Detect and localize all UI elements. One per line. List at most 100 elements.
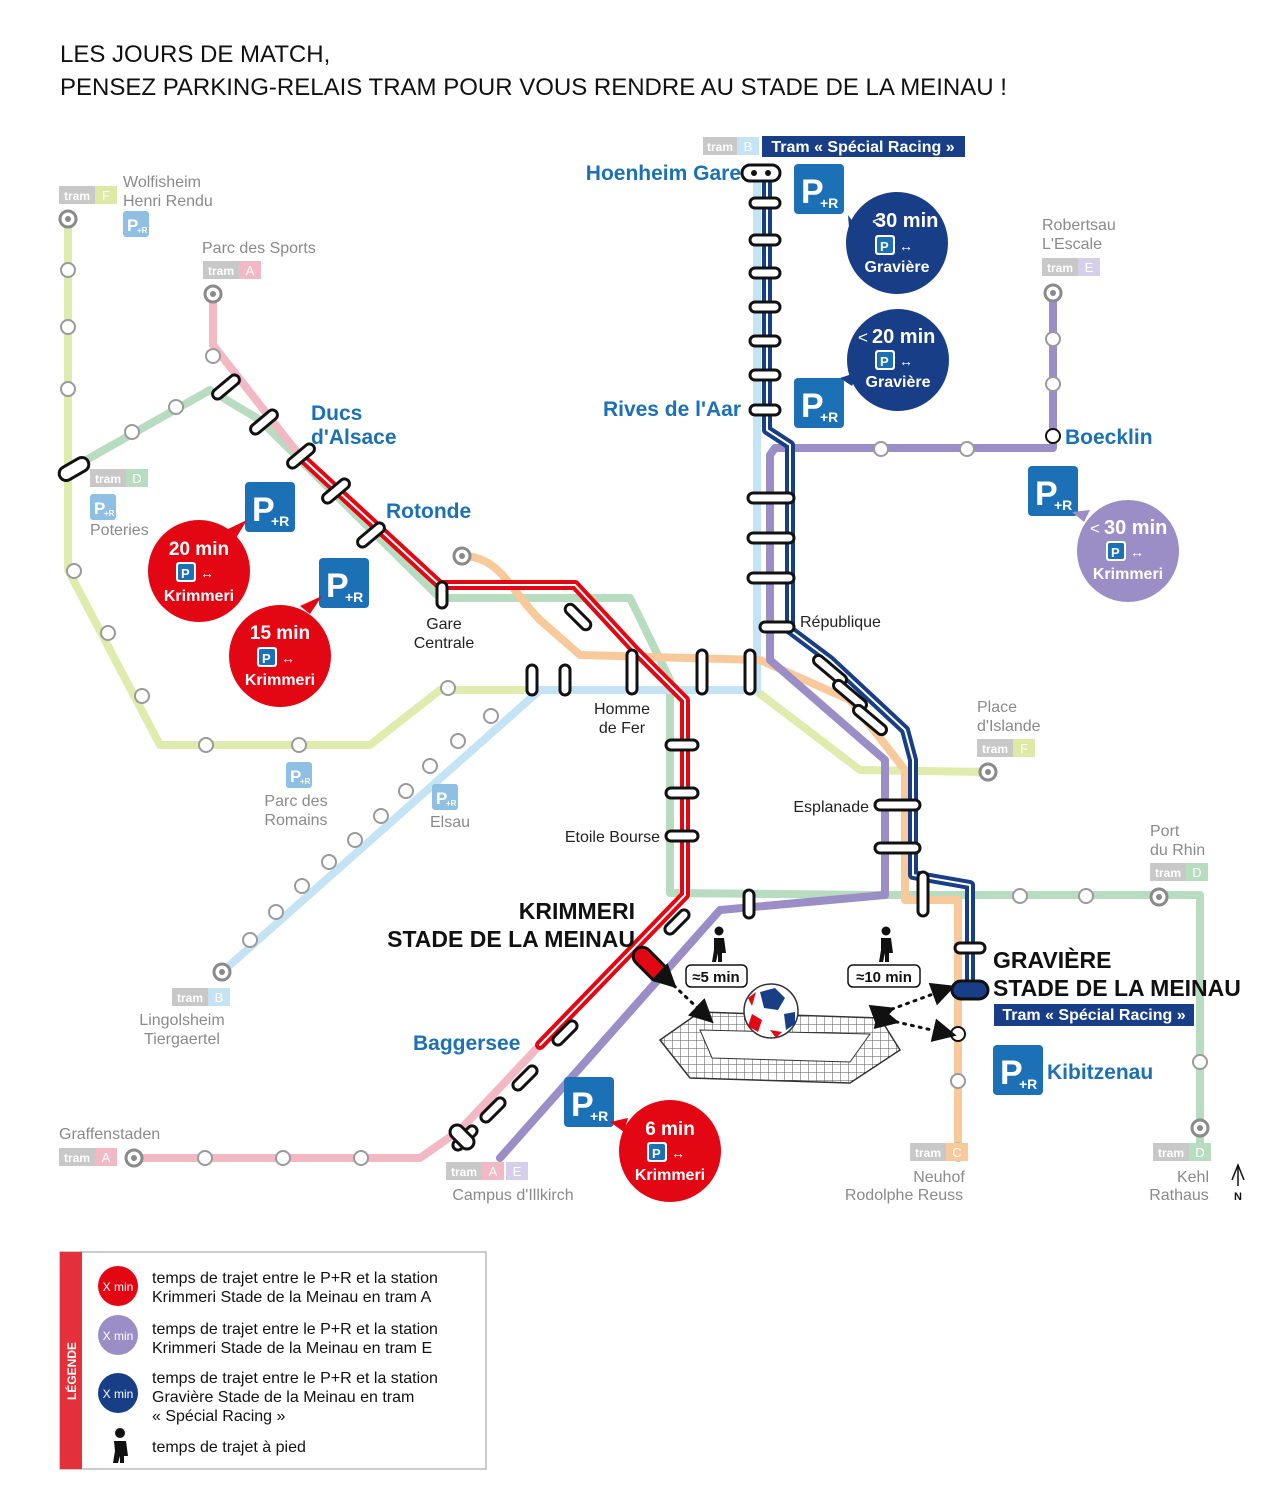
svg-text:tram: tram: [915, 1146, 941, 1160]
tram-badge-f-wolfisheim: tram F: [59, 186, 117, 204]
svg-text:+R: +R: [820, 195, 838, 211]
svg-text:Gravière Stade de la Meinau en: Gravière Stade de la Meinau en tram: [152, 1389, 414, 1406]
title-line-1: LES JOURS DE MATCH,: [60, 41, 330, 68]
svg-text:Krimmeri Stade de la Meinau en: Krimmeri Stade de la Meinau en tram E: [152, 1340, 432, 1357]
tram-badge-b-lingolsheim: tram B: [172, 988, 230, 1006]
bubble-ducs: 20 min P ↔ Krimmeri: [148, 520, 250, 622]
svg-text:tram: tram: [1155, 866, 1181, 880]
bubble-rives: < 20 min P ↔ Gravière: [840, 309, 949, 411]
svg-text:20 min: 20 min: [872, 326, 935, 348]
bubble-boecklin: < 30 min P ↔ Krimmeri: [1072, 500, 1179, 602]
svg-text:P: P: [181, 566, 190, 581]
station-boecklin: Boecklin: [1065, 426, 1153, 449]
station-graviere-2: STADE DE LA MEINAU: [993, 975, 1241, 1001]
special-racing-badge-top: Tram « Spécial Racing »: [762, 136, 965, 157]
svg-text:P: P: [880, 354, 889, 369]
station-parc-romains-1: Parc des: [264, 793, 327, 810]
svg-text:+R: +R: [590, 1108, 608, 1124]
svg-text:tram: tram: [1158, 1146, 1184, 1160]
svg-text:↔: ↔: [200, 565, 214, 581]
station-robertsau-2: L'Escale: [1042, 236, 1102, 253]
station-ducs-1: Ducs: [311, 402, 362, 425]
legend-red-bubble: [98, 1266, 138, 1306]
pr-icon-parc-romains: P +R: [286, 762, 312, 788]
svg-text:P: P: [252, 491, 275, 529]
svg-text:P: P: [290, 767, 301, 786]
svg-text:D: D: [1192, 865, 1201, 880]
svg-text:P: P: [436, 789, 447, 808]
svg-text:X min: X min: [103, 1329, 134, 1343]
svg-text:Gravière: Gravière: [865, 259, 930, 276]
station-labels: Hoenheim Gare Rives de l'Aar Boecklin Du…: [59, 162, 1241, 1204]
svg-text:« Spécial Racing »: « Spécial Racing »: [152, 1408, 286, 1425]
station-wolfisheim-1: Wolfisheim: [123, 174, 201, 191]
tram-badge-ae-campus: tram A E: [446, 1162, 528, 1180]
svg-text:15 min: 15 min: [250, 623, 310, 644]
svg-text:F: F: [102, 188, 110, 203]
svg-text:+R: +R: [1054, 497, 1072, 513]
pr-icon-boecklin: P +R: [1028, 466, 1078, 516]
svg-text:20 min: 20 min: [169, 539, 229, 560]
svg-text:Tram « Spécial Racing »: Tram « Spécial Racing »: [1002, 1007, 1185, 1024]
tram-badge-e-robertsau: tram E: [1042, 258, 1100, 276]
pr-icon-hoenheim: P +R: [794, 164, 844, 214]
tram-badge-d-port: tram D: [1150, 863, 1208, 881]
svg-text:<: <: [858, 328, 868, 347]
svg-text:P: P: [652, 1146, 661, 1161]
svg-text:tram: tram: [982, 742, 1008, 756]
svg-text:temps de trajet à pied: temps de trajet à pied: [152, 1439, 306, 1456]
title-line-2: PENSEZ PARKING-RELAIS TRAM POUR VOUS REN…: [60, 74, 1007, 101]
station-ducs-2: d'Alsace: [311, 426, 397, 449]
svg-text:P: P: [262, 651, 271, 666]
svg-text:tram: tram: [95, 472, 121, 486]
station-kehl-1: Kehl: [1177, 1169, 1209, 1186]
svg-text:F: F: [1020, 741, 1028, 756]
svg-text:tram: tram: [64, 1151, 90, 1165]
svg-text:temps de trajet entre le P+R e: temps de trajet entre le P+R et la stati…: [152, 1370, 438, 1387]
station-esplanade: Esplanade: [793, 799, 869, 816]
svg-text:6 min: 6 min: [645, 1119, 695, 1140]
station-campus: Campus d'Illkirch: [452, 1187, 573, 1204]
svg-text:B: B: [744, 139, 753, 154]
svg-text:Krimmeri: Krimmeri: [1093, 566, 1163, 583]
station-homme-2: de Fer: [599, 720, 646, 737]
station-lingolsheim-1: Lingolsheim: [139, 1012, 224, 1029]
svg-text:P: P: [571, 1086, 594, 1124]
tram-badge-c-neuhof: tram C: [910, 1143, 968, 1161]
svg-text:tram: tram: [451, 1165, 477, 1179]
svg-text:temps de trajet entre le P+R e: temps de trajet entre le P+R et la stati…: [152, 1321, 438, 1338]
pedestrian-icon: [879, 926, 893, 962]
tram-badge-a-parc: tram A: [203, 261, 261, 279]
tram-badge-d-poteries: tram D: [90, 469, 148, 487]
bubble-hoenheim: < 30 min P ↔ Gravière: [846, 192, 948, 294]
bubble-baggersee: 6 min P ↔ Krimmeri: [610, 1100, 721, 1202]
tram-badge-f-islande: tram F: [977, 739, 1035, 757]
station-republique: République: [800, 614, 881, 631]
station-baggersee: Baggersee: [413, 1032, 520, 1055]
station-etoile: Etoile Bourse: [565, 829, 660, 846]
station-homme-1: Homme: [594, 701, 650, 718]
svg-text:Krimmeri: Krimmeri: [635, 1167, 705, 1184]
svg-text:C: C: [952, 1145, 961, 1160]
station-lingolsheim-2: Tiergaertel: [144, 1031, 220, 1048]
station-kehl-2: Rathaus: [1149, 1187, 1209, 1204]
svg-text:Krimmeri: Krimmeri: [164, 588, 234, 605]
svg-text:+R: +R: [345, 589, 363, 605]
svg-text:tram: tram: [177, 991, 203, 1005]
svg-text:P: P: [801, 387, 824, 425]
station-place-islande-1: Place: [977, 699, 1017, 716]
svg-text:+R: +R: [1019, 1076, 1037, 1092]
svg-text:Krimmeri Stade de la Meinau en: Krimmeri Stade de la Meinau en tram A: [152, 1289, 432, 1306]
tram-badge-a-graffenstaden: tram A: [59, 1148, 117, 1166]
svg-text:+R: +R: [446, 799, 457, 808]
station-krimmeri-2: STADE DE LA MEINAU: [387, 926, 635, 952]
station-graffenstaden: Graffenstaden: [59, 1126, 160, 1143]
legend: LÉGENDE X min temps de trajet entre le P…: [59, 1251, 487, 1470]
svg-text:X min: X min: [103, 1387, 134, 1401]
walk-badge-graviere: ≈10 min: [847, 926, 921, 988]
tram-badge-d-kehl: tram D: [1153, 1143, 1211, 1161]
svg-text:N: N: [1234, 1191, 1242, 1203]
svg-text:↔: ↔: [899, 353, 913, 369]
station-kibitzenau: Kibitzenau: [1047, 1061, 1153, 1084]
